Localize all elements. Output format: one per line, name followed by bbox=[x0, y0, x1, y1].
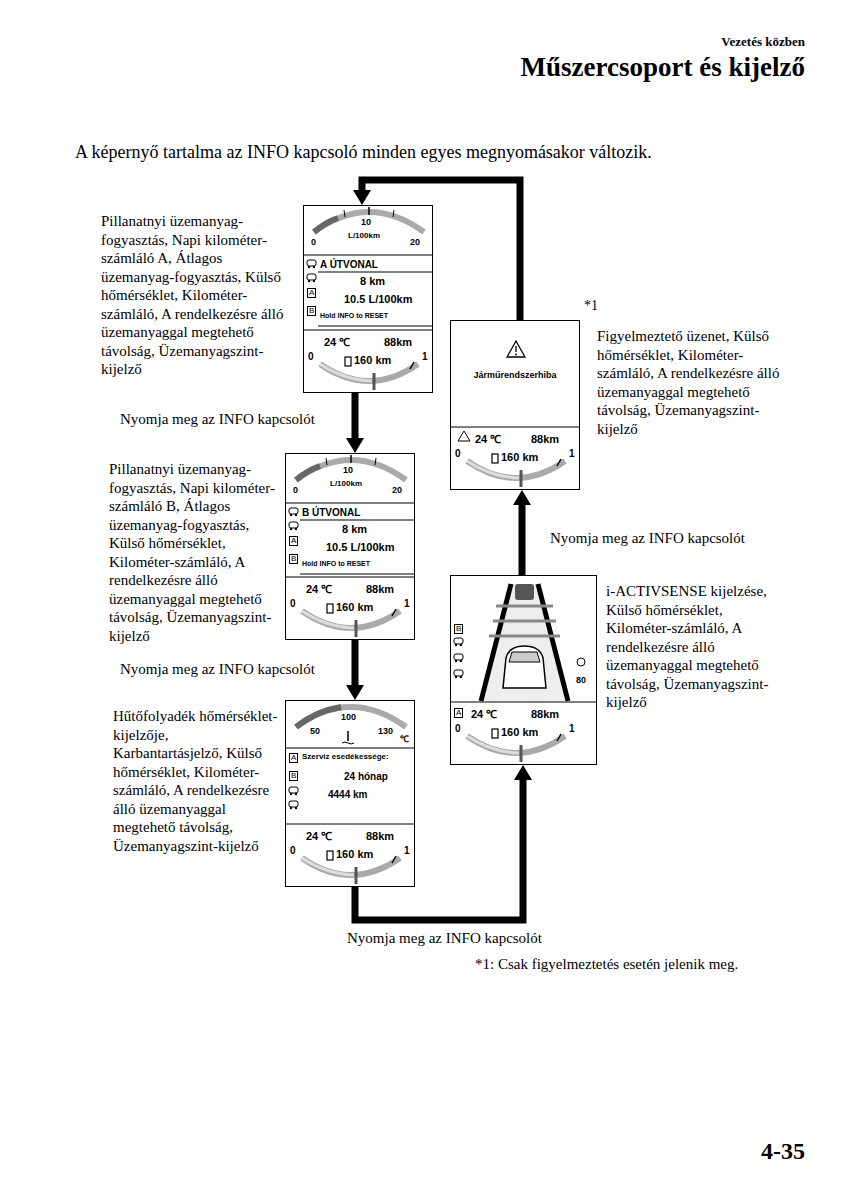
screen-text: 1 bbox=[569, 448, 575, 459]
screen-text: 0 bbox=[455, 448, 461, 459]
screen-text: 88km bbox=[366, 830, 394, 842]
screen-text: 4444 km bbox=[328, 789, 367, 800]
display-screen: i-ACTIVSENSE kijelzése, Külső hőmérsékle… bbox=[450, 575, 597, 765]
screen-text: A bbox=[454, 708, 463, 718]
screen-text: 20 bbox=[410, 238, 420, 248]
screen-text: 130 bbox=[378, 727, 393, 737]
screen-text: 24 ℃ bbox=[306, 583, 332, 595]
screen-description: i-ACTIVSENSE kijelzése, Külső hőmérsékle… bbox=[606, 582, 791, 712]
arrow-head bbox=[514, 765, 532, 780]
screen-text: 24 ℃ bbox=[306, 830, 332, 842]
page-number: 4-35 bbox=[761, 1138, 805, 1165]
screen-text: 24 ℃ bbox=[471, 708, 497, 720]
screen-text: B bbox=[307, 306, 316, 316]
screen-text: 1 bbox=[404, 598, 410, 609]
screen-text: Járműrendszerhiba bbox=[451, 371, 579, 381]
screen-text: B bbox=[289, 771, 298, 781]
screen-text: 1 bbox=[569, 723, 575, 734]
flow-arrow bbox=[346, 393, 364, 453]
screen-text: 10 bbox=[343, 466, 353, 476]
edge-label: Nyomja meg az INFO kapcsolót bbox=[548, 530, 747, 547]
screen-graphic bbox=[451, 321, 579, 489]
screen-text: 160 km bbox=[336, 848, 373, 860]
screen-text: L/100km bbox=[330, 480, 362, 489]
flow-arrow bbox=[346, 640, 364, 700]
arrow-line bbox=[352, 640, 359, 687]
screen-text: 10 bbox=[361, 218, 371, 228]
screen-text: 8 km bbox=[342, 523, 367, 535]
arrow-head bbox=[346, 438, 364, 453]
screen-text: A bbox=[289, 536, 298, 546]
arrow-line bbox=[352, 393, 359, 440]
screen-text: B bbox=[454, 624, 463, 634]
screen-text: 88km bbox=[366, 583, 394, 595]
screen-text: 160 km bbox=[501, 451, 538, 463]
screen-text: ℃ bbox=[400, 735, 409, 745]
screen-text: 0 bbox=[293, 486, 298, 496]
screen-description: Hűtőfolyadék hőmérséklet-kijelzője, Karb… bbox=[113, 707, 281, 855]
screen-text: 10.5 L/100km bbox=[344, 293, 413, 305]
screen-text: A bbox=[289, 753, 298, 763]
screen-text: 1 bbox=[404, 845, 410, 856]
screen-text: Hold INFO to RESET bbox=[302, 560, 370, 568]
screen-text: 160 km bbox=[501, 726, 538, 738]
screen-text: L/100km bbox=[348, 232, 380, 241]
screen-text: 50 bbox=[310, 727, 320, 737]
screen-description: Pillanatnyi üzemanyag-fogyasztás, Napi k… bbox=[109, 460, 281, 645]
display-screen: Figyelmeztető üzenet, Külső hőmérséklet,… bbox=[450, 320, 580, 490]
screen-text: 100 bbox=[341, 713, 356, 723]
intro-text: A képernyő tartalma az INFO kapcsoló min… bbox=[75, 142, 652, 163]
screen-text: A ÚTVONAL bbox=[320, 259, 378, 270]
screen-text: 10.5 L/100km bbox=[326, 541, 395, 553]
screen-text: 0 bbox=[308, 351, 314, 362]
screen-text: 0 bbox=[455, 723, 461, 734]
screen-text: 24 hónap bbox=[344, 771, 388, 782]
screen-text: 88km bbox=[531, 433, 559, 445]
screen-text: Szerviz esedékessége: bbox=[302, 753, 389, 762]
screen-text: B bbox=[289, 554, 298, 564]
page-title: Műszercsoport és kijelző bbox=[521, 52, 805, 83]
screen-text: 80 bbox=[576, 676, 586, 686]
screen-text: 0 bbox=[311, 238, 316, 248]
footnote-mark: *1 bbox=[584, 298, 598, 314]
screen-text: Hold INFO to RESET bbox=[320, 312, 388, 320]
edge-label: Nyomja meg az INFO kapcsolót bbox=[118, 661, 317, 678]
screen-text: 0 bbox=[290, 845, 296, 856]
display-screen: Hűtőfolyadék hőmérséklet-kijelzője, Karb… bbox=[285, 700, 415, 887]
screen-text: 88km bbox=[384, 336, 412, 348]
arrow-head bbox=[513, 490, 531, 505]
screen-text: 20 bbox=[392, 486, 402, 496]
screen-text: 24 ℃ bbox=[475, 433, 501, 445]
screen-text: 160 km bbox=[336, 601, 373, 613]
arrow-head bbox=[353, 190, 371, 205]
screen-description: Figyelmeztető üzenet, Külső hőmérséklet,… bbox=[597, 327, 782, 438]
screen-text: B ÚTVONAL bbox=[302, 507, 360, 518]
flow-arrow bbox=[513, 490, 531, 575]
screen-text: 0 bbox=[290, 598, 296, 609]
display-screen: Pillanatnyi üzemanyag-fogyasztás, Napi k… bbox=[303, 205, 433, 393]
footnote: *1: Csak figyelmeztetés esetén jelenik m… bbox=[475, 956, 738, 973]
screen-text: 88km bbox=[531, 708, 559, 720]
screen-text: 160 km bbox=[354, 354, 391, 366]
arrow-line bbox=[519, 503, 526, 575]
screen-text: 1 bbox=[422, 351, 428, 362]
display-screen: Pillanatnyi üzemanyag-fogyasztás, Napi k… bbox=[285, 453, 415, 640]
screen-text: 24 ℃ bbox=[324, 336, 350, 348]
arrow-head bbox=[346, 685, 364, 700]
edge-label: Nyomja meg az INFO kapcsolót bbox=[345, 930, 544, 947]
screen-text: A bbox=[307, 288, 316, 298]
screen-description: Pillanatnyi üzemanyag-fogyasztás, Napi k… bbox=[101, 212, 291, 379]
screen-text: 8 km bbox=[360, 275, 385, 287]
edge-label: Nyomja meg az INFO kapcsolót bbox=[118, 411, 317, 428]
section-header: Vezetés közben bbox=[721, 34, 805, 50]
